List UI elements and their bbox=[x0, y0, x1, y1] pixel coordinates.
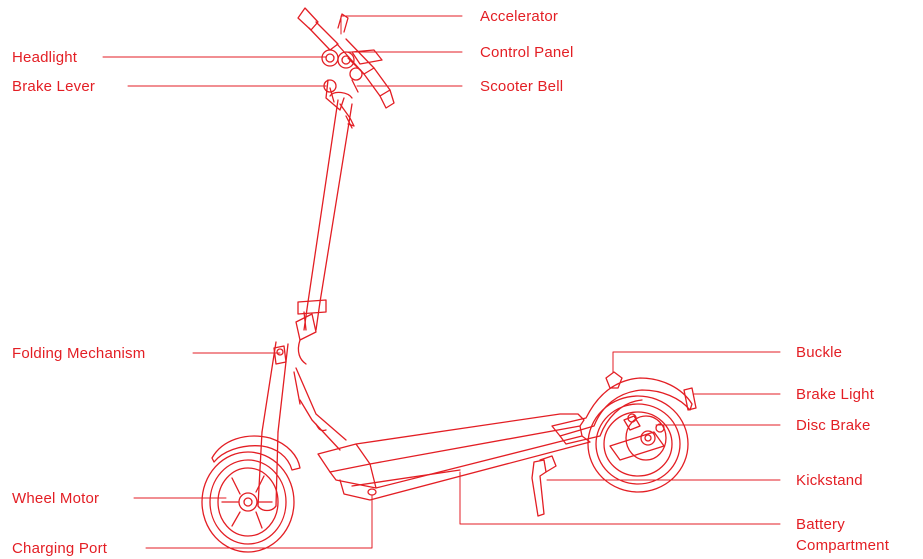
folding-mechanism bbox=[273, 311, 317, 365]
front-fork bbox=[257, 431, 279, 512]
battery-label-line1: Battery bbox=[796, 516, 845, 533]
buckle bbox=[605, 371, 623, 389]
accelerator-label: Accelerator bbox=[480, 8, 559, 25]
wheel-motor bbox=[238, 492, 258, 512]
battery-compartment bbox=[351, 469, 461, 487]
front-fender bbox=[211, 435, 301, 471]
lower-frame bbox=[261, 341, 347, 451]
scooter-bell bbox=[349, 67, 363, 93]
rear-wheel bbox=[587, 395, 689, 493]
stem bbox=[297, 91, 353, 331]
folding-mechanism-label: Folding Mechanism bbox=[12, 345, 146, 362]
charging-port bbox=[367, 488, 377, 496]
disc-brake-label: Disc Brake bbox=[796, 417, 871, 434]
wheel-motor-label: Wheel Motor bbox=[12, 490, 100, 507]
deck bbox=[317, 413, 591, 501]
leader-lines bbox=[102, 15, 781, 549]
accelerator-lever bbox=[337, 13, 349, 33]
buckle-label: Buckle bbox=[796, 344, 843, 361]
front-wheel bbox=[201, 451, 295, 553]
headlight bbox=[321, 49, 339, 67]
control-panel bbox=[337, 51, 355, 69]
brake-light-label: Brake Light bbox=[796, 386, 875, 403]
kickstand bbox=[531, 455, 557, 517]
kickstand-label: Kickstand bbox=[796, 472, 863, 489]
headlight-label: Headlight bbox=[12, 49, 78, 66]
control-panel-label: Control Panel bbox=[480, 44, 574, 61]
scooter-bell-label: Scooter Bell bbox=[480, 78, 564, 95]
battery-label-line2: Compartment bbox=[796, 537, 890, 554]
brake-light bbox=[683, 387, 697, 411]
brake-lever-label: Brake Lever bbox=[12, 78, 96, 95]
brake-lever bbox=[323, 79, 355, 129]
charging-port-label: Charging Port bbox=[12, 540, 108, 557]
disc-brake bbox=[609, 413, 667, 461]
